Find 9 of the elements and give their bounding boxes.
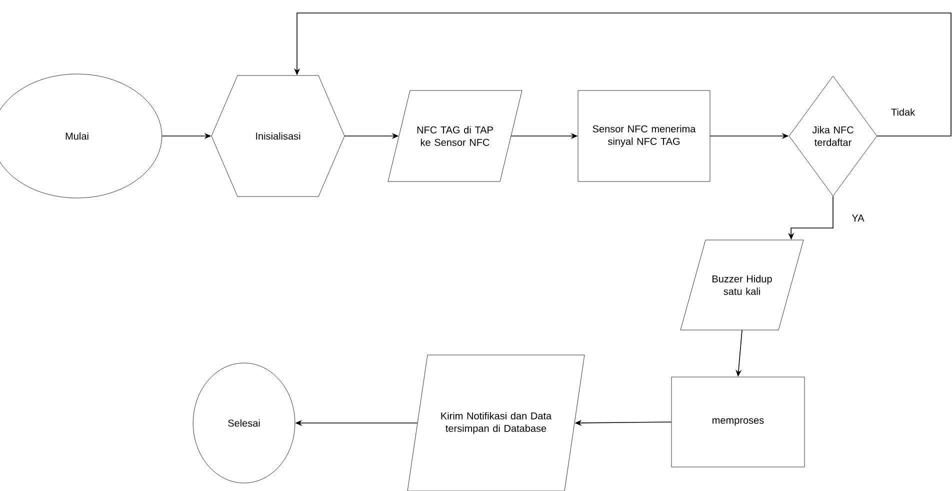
process-box: Sensor NFC menerima sinyal NFC TAG (578, 90, 710, 182)
input-parallelogram: Buzzer Hidup satu kali (680, 240, 804, 330)
process-box: memproses (671, 376, 805, 468)
edge-label: YA (850, 214, 866, 222)
input-parallelogram: Kirim Notifikasi dan Data tersimpan di Database (407, 354, 585, 491)
edge-label: Tidak (890, 107, 916, 117)
preparation-hexagon: Inisialisasi (211, 75, 345, 197)
end-oval: Selesai (192, 362, 296, 484)
input-parallelogram: NFC TAG di TAP ke Sensor NFC (388, 90, 522, 182)
